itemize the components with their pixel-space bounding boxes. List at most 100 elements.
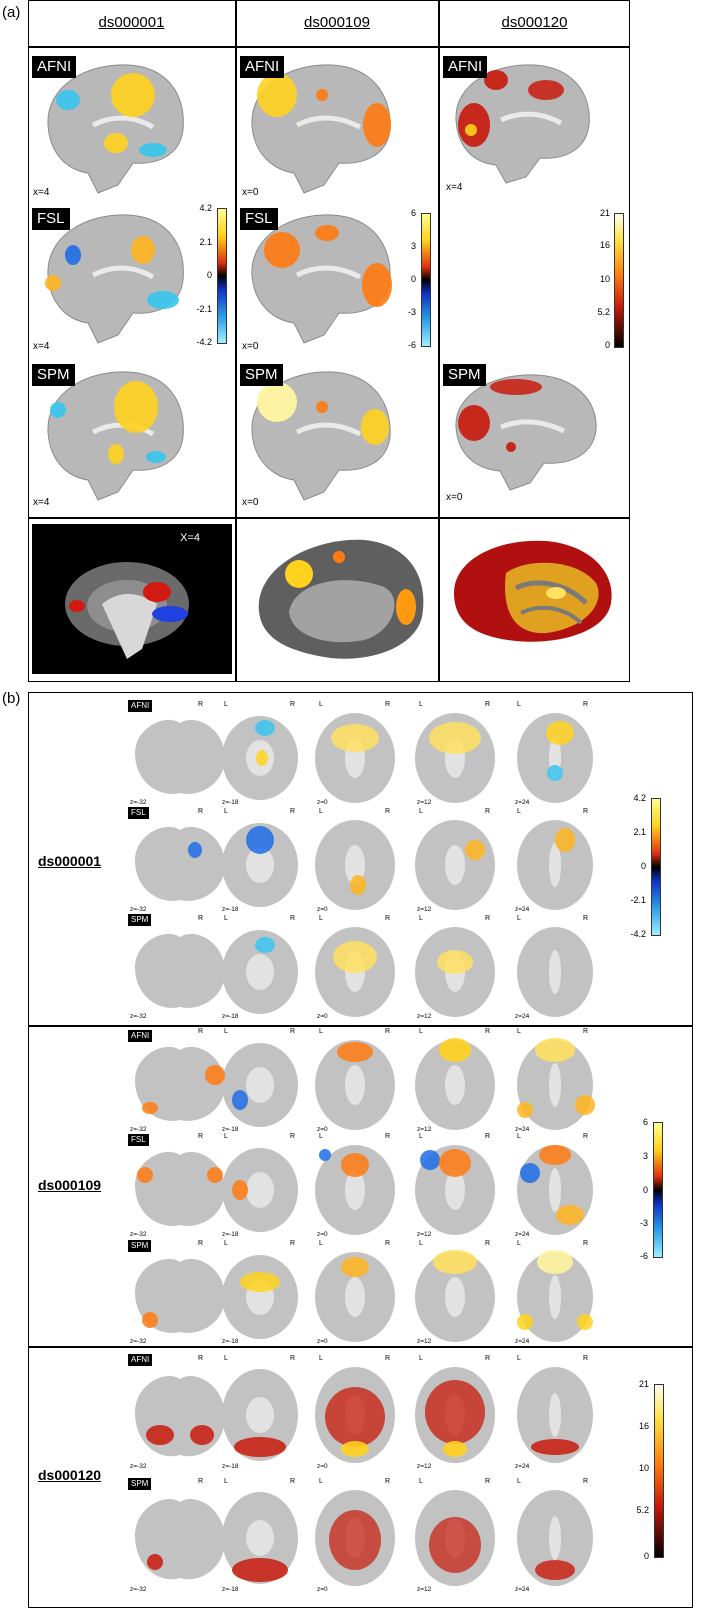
panel-b-row-divider-2 bbox=[28, 1346, 693, 1348]
software-label-spm: SPM bbox=[240, 364, 283, 386]
cortical-surface-ds000120 bbox=[454, 540, 612, 642]
right-marker: R bbox=[485, 1478, 491, 1485]
right-marker: R bbox=[385, 915, 391, 922]
slice-z-label: z=0 bbox=[317, 1586, 328, 1593]
coord-label: x=0 bbox=[242, 341, 259, 352]
colorbar-tick: 0 bbox=[643, 1551, 649, 1561]
coord-label: x=4 bbox=[446, 182, 463, 193]
colorbar-tick: 16 bbox=[599, 240, 610, 250]
colorbar-b-ds000120 bbox=[654, 1384, 664, 1558]
right-marker: R bbox=[198, 1028, 204, 1035]
dataset-header-ds000109: ds000109 bbox=[304, 14, 370, 31]
colorbar-tick: 0 bbox=[642, 1185, 648, 1195]
colorbar-tick: 4.2 bbox=[199, 203, 212, 213]
slice-z-label: z=12 bbox=[417, 1586, 432, 1593]
slice-z-label: z=12 bbox=[417, 799, 432, 806]
colorbar-b-ds000001 bbox=[651, 798, 661, 936]
right-marker: R bbox=[385, 701, 391, 708]
right-marker: R bbox=[583, 808, 589, 815]
colorbar-tick: 6 bbox=[410, 208, 416, 218]
sagittal-brain-c1-afni bbox=[47, 64, 184, 194]
right-marker: R bbox=[290, 1028, 296, 1035]
left-marker: L bbox=[224, 1478, 228, 1485]
colorbar-b-ds000109 bbox=[653, 1122, 663, 1258]
right-marker: R bbox=[485, 1355, 491, 1362]
panel-a-frame bbox=[28, 0, 630, 682]
left-marker: L bbox=[517, 808, 521, 815]
slice-z-label: z=-32 bbox=[130, 1231, 147, 1238]
software-label-fsl: FSL bbox=[240, 208, 278, 230]
slice-z-label: z=-18 bbox=[222, 1586, 239, 1593]
right-marker: R bbox=[485, 915, 491, 922]
right-marker: R bbox=[583, 1028, 589, 1035]
axial-slices-ds000001-fsl bbox=[135, 820, 593, 910]
panel-a-letter: (a) bbox=[2, 4, 21, 21]
slice-z-label: z=12 bbox=[417, 1126, 432, 1133]
slice-z-label: z=-18 bbox=[222, 1013, 239, 1020]
sagittal-brain-c1-spm bbox=[47, 371, 184, 501]
original-result-ds000001: X=4 bbox=[32, 524, 232, 674]
right-marker: R bbox=[290, 1355, 296, 1362]
right-marker: R bbox=[290, 915, 296, 922]
software-label-spm: SPM bbox=[32, 364, 75, 386]
slice-z-label: z=12 bbox=[417, 1338, 432, 1345]
right-marker: R bbox=[385, 1355, 391, 1362]
right-marker: R bbox=[290, 1478, 296, 1485]
colorbar-tick: -6 bbox=[407, 340, 416, 350]
left-marker: L bbox=[319, 1240, 323, 1247]
left-marker: L bbox=[517, 1028, 521, 1035]
right-marker: R bbox=[198, 808, 204, 815]
slice-z-label: z=-18 bbox=[222, 1231, 239, 1238]
slice-z-label: z=-18 bbox=[222, 1338, 239, 1345]
right-marker: R bbox=[485, 701, 491, 708]
sagittal-brain-c2-fsl bbox=[251, 214, 392, 344]
slice-z-label: z=24 bbox=[515, 799, 530, 806]
right-marker: R bbox=[385, 808, 391, 815]
colorbar-tick: -2.1 bbox=[630, 895, 646, 905]
right-marker: R bbox=[198, 915, 204, 922]
left-marker: L bbox=[419, 808, 423, 815]
colorbar-tick: 0 bbox=[410, 274, 416, 284]
right-marker: R bbox=[485, 1240, 491, 1247]
colorbar-tick: 21 bbox=[638, 1379, 649, 1389]
left-marker: L bbox=[419, 1240, 423, 1247]
left-marker: L bbox=[419, 1133, 423, 1140]
colorbar-tick: 21 bbox=[599, 208, 610, 218]
slice-z-label: z=12 bbox=[417, 1231, 432, 1238]
colorbar-tick: 2.1 bbox=[199, 237, 212, 247]
software-label-afni: AFNI bbox=[128, 1030, 153, 1042]
panel-b-letter: (b) bbox=[2, 690, 21, 707]
dataset-header-ds000120: ds000120 bbox=[501, 14, 568, 31]
colorbar-tick: -4.2 bbox=[630, 929, 646, 939]
right-marker: R bbox=[583, 701, 589, 708]
dataset-header-ds000001: ds000001 bbox=[98, 14, 165, 31]
original-coord-label: X=4 bbox=[180, 532, 200, 544]
right-marker: R bbox=[385, 1478, 391, 1485]
right-marker: R bbox=[290, 1133, 296, 1140]
left-marker: L bbox=[319, 808, 323, 815]
left-marker: L bbox=[517, 1355, 521, 1362]
left-marker: L bbox=[517, 915, 521, 922]
coord-label: x=0 bbox=[446, 492, 463, 503]
coord-label: x=4 bbox=[33, 187, 50, 198]
slice-z-label: z=12 bbox=[417, 1463, 432, 1470]
software-label-afni: AFNI bbox=[240, 56, 285, 78]
slice-z-label: z=24 bbox=[515, 1338, 530, 1345]
colorbar-tick: -6 bbox=[639, 1251, 648, 1261]
right-marker: R bbox=[485, 1133, 491, 1140]
right-marker: R bbox=[290, 808, 296, 815]
colorbar-tick: 0 bbox=[604, 340, 610, 350]
row-label-ds000001: ds000001 bbox=[38, 853, 102, 869]
slice-z-label: z=0 bbox=[317, 1013, 328, 1020]
slice-z-label: z=-18 bbox=[222, 799, 239, 806]
coord-label: x=4 bbox=[33, 341, 50, 352]
left-marker: L bbox=[224, 701, 228, 708]
right-marker: R bbox=[583, 915, 589, 922]
right-marker: R bbox=[385, 1028, 391, 1035]
left-marker: L bbox=[419, 915, 423, 922]
colorbar-tick: 0 bbox=[640, 861, 646, 871]
slice-z-label: z=12 bbox=[417, 1013, 432, 1020]
slice-z-label: z=12 bbox=[417, 906, 432, 913]
sagittal-brain-c2-spm bbox=[251, 371, 391, 501]
left-marker: L bbox=[224, 1240, 228, 1247]
